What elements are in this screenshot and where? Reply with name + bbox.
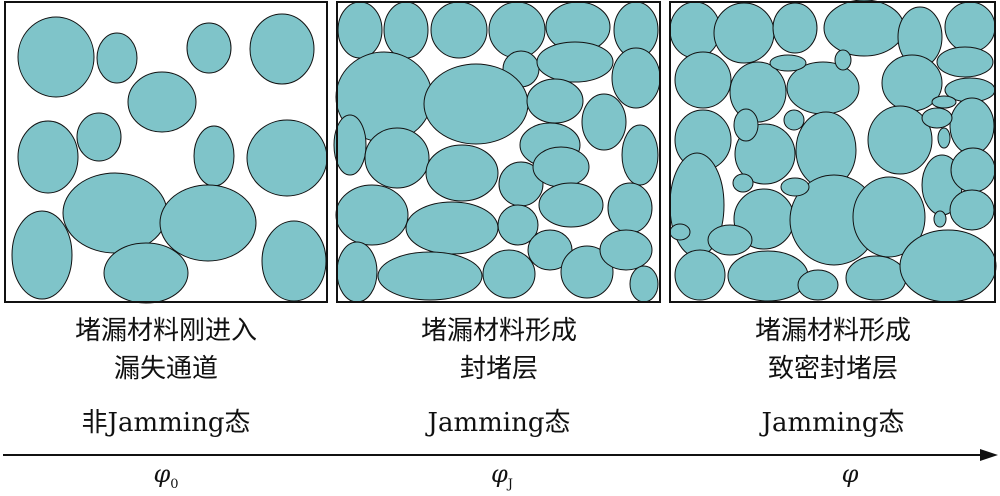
caption-line: 漏失通道	[113, 354, 218, 384]
particle	[430, 1, 488, 59]
phi-j-label: φJ	[452, 460, 552, 492]
particle	[674, 51, 732, 109]
particle	[405, 201, 499, 255]
particle	[423, 63, 529, 145]
particle	[193, 125, 235, 187]
particle	[823, 0, 905, 57]
particle	[11, 210, 73, 300]
particle	[949, 189, 995, 231]
particle	[127, 71, 197, 133]
particle	[333, 114, 367, 176]
particle	[581, 93, 627, 151]
particle	[707, 224, 753, 256]
particle	[933, 210, 947, 228]
particle	[261, 220, 327, 302]
panel-jamming-state	[333, 1, 661, 303]
caption-line: 堵漏材料形成	[754, 316, 911, 346]
axis-arrow-icon	[980, 449, 998, 461]
particle	[526, 78, 584, 124]
particle	[536, 41, 614, 83]
particle	[669, 1, 721, 59]
particle	[780, 177, 810, 197]
particle	[674, 249, 726, 301]
particle	[727, 250, 809, 302]
particle	[96, 32, 138, 84]
particle	[599, 229, 653, 271]
particle	[867, 105, 933, 175]
particle	[17, 120, 79, 194]
particle	[834, 49, 852, 71]
particle	[103, 242, 189, 304]
particle	[921, 107, 953, 129]
stage-2-state: Jamming态	[427, 408, 571, 438]
particle	[246, 119, 328, 197]
particle	[949, 97, 995, 155]
phi-symbol: φ	[153, 460, 171, 488]
phi-symbol: φ	[841, 460, 859, 488]
particle	[560, 245, 614, 299]
phi-symbol: φ	[490, 460, 508, 488]
particle	[159, 184, 257, 262]
phi-label: φ	[800, 460, 900, 492]
particle	[337, 1, 383, 59]
particle	[769, 54, 807, 72]
particle	[532, 146, 590, 188]
particle	[383, 1, 429, 59]
particle	[364, 127, 430, 189]
particle	[629, 265, 659, 303]
panel-frame-1	[4, 1, 328, 303]
panel-dilute-state	[11, 13, 328, 304]
particle	[772, 2, 818, 54]
panel-dense-jamming-state	[669, 0, 997, 303]
particle	[538, 182, 604, 228]
particle	[931, 95, 957, 109]
particle	[377, 251, 483, 301]
particle	[482, 249, 536, 299]
particle	[611, 47, 661, 109]
panel-frame-3	[669, 1, 996, 303]
panel-frame-2	[336, 1, 661, 303]
particle	[497, 204, 539, 246]
particle	[76, 112, 122, 162]
particle	[899, 229, 997, 303]
stage-2-caption: 堵漏材料形成 封堵层	[334, 312, 664, 388]
particle	[845, 255, 907, 301]
particle	[713, 2, 775, 64]
particle	[607, 182, 653, 234]
stage-1-state: 非Jamming态	[81, 408, 251, 438]
particle	[732, 173, 754, 193]
particle	[797, 269, 839, 301]
caption-line: 致密封堵层	[767, 354, 898, 384]
particle	[944, 1, 996, 53]
phi-0-label: φ0	[116, 460, 216, 492]
particle	[335, 184, 409, 246]
caption-line: 堵漏材料刚进入	[74, 316, 257, 346]
particle	[669, 223, 691, 241]
particle	[249, 13, 315, 85]
stage-3-caption: 堵漏材料形成 致密封堵层	[668, 312, 998, 388]
particle	[621, 124, 659, 186]
caption-line: 堵漏材料形成	[420, 316, 577, 346]
phi-subscript: J	[507, 476, 514, 492]
particle	[425, 144, 499, 202]
particle	[17, 16, 95, 98]
stage-3-state: Jamming态	[761, 408, 905, 438]
particle	[336, 241, 378, 303]
particle	[852, 176, 926, 258]
particle	[950, 147, 996, 193]
stage-1-caption: 堵漏材料刚进入 漏失通道	[1, 312, 331, 388]
particle	[186, 22, 232, 74]
particle	[783, 109, 805, 131]
particle	[733, 108, 759, 142]
particle	[488, 1, 546, 59]
particle	[936, 46, 994, 78]
caption-line: 封堵层	[459, 354, 538, 384]
particle	[62, 172, 168, 254]
particle	[527, 229, 573, 271]
particle	[937, 127, 951, 149]
phi-subscript: 0	[170, 476, 179, 492]
